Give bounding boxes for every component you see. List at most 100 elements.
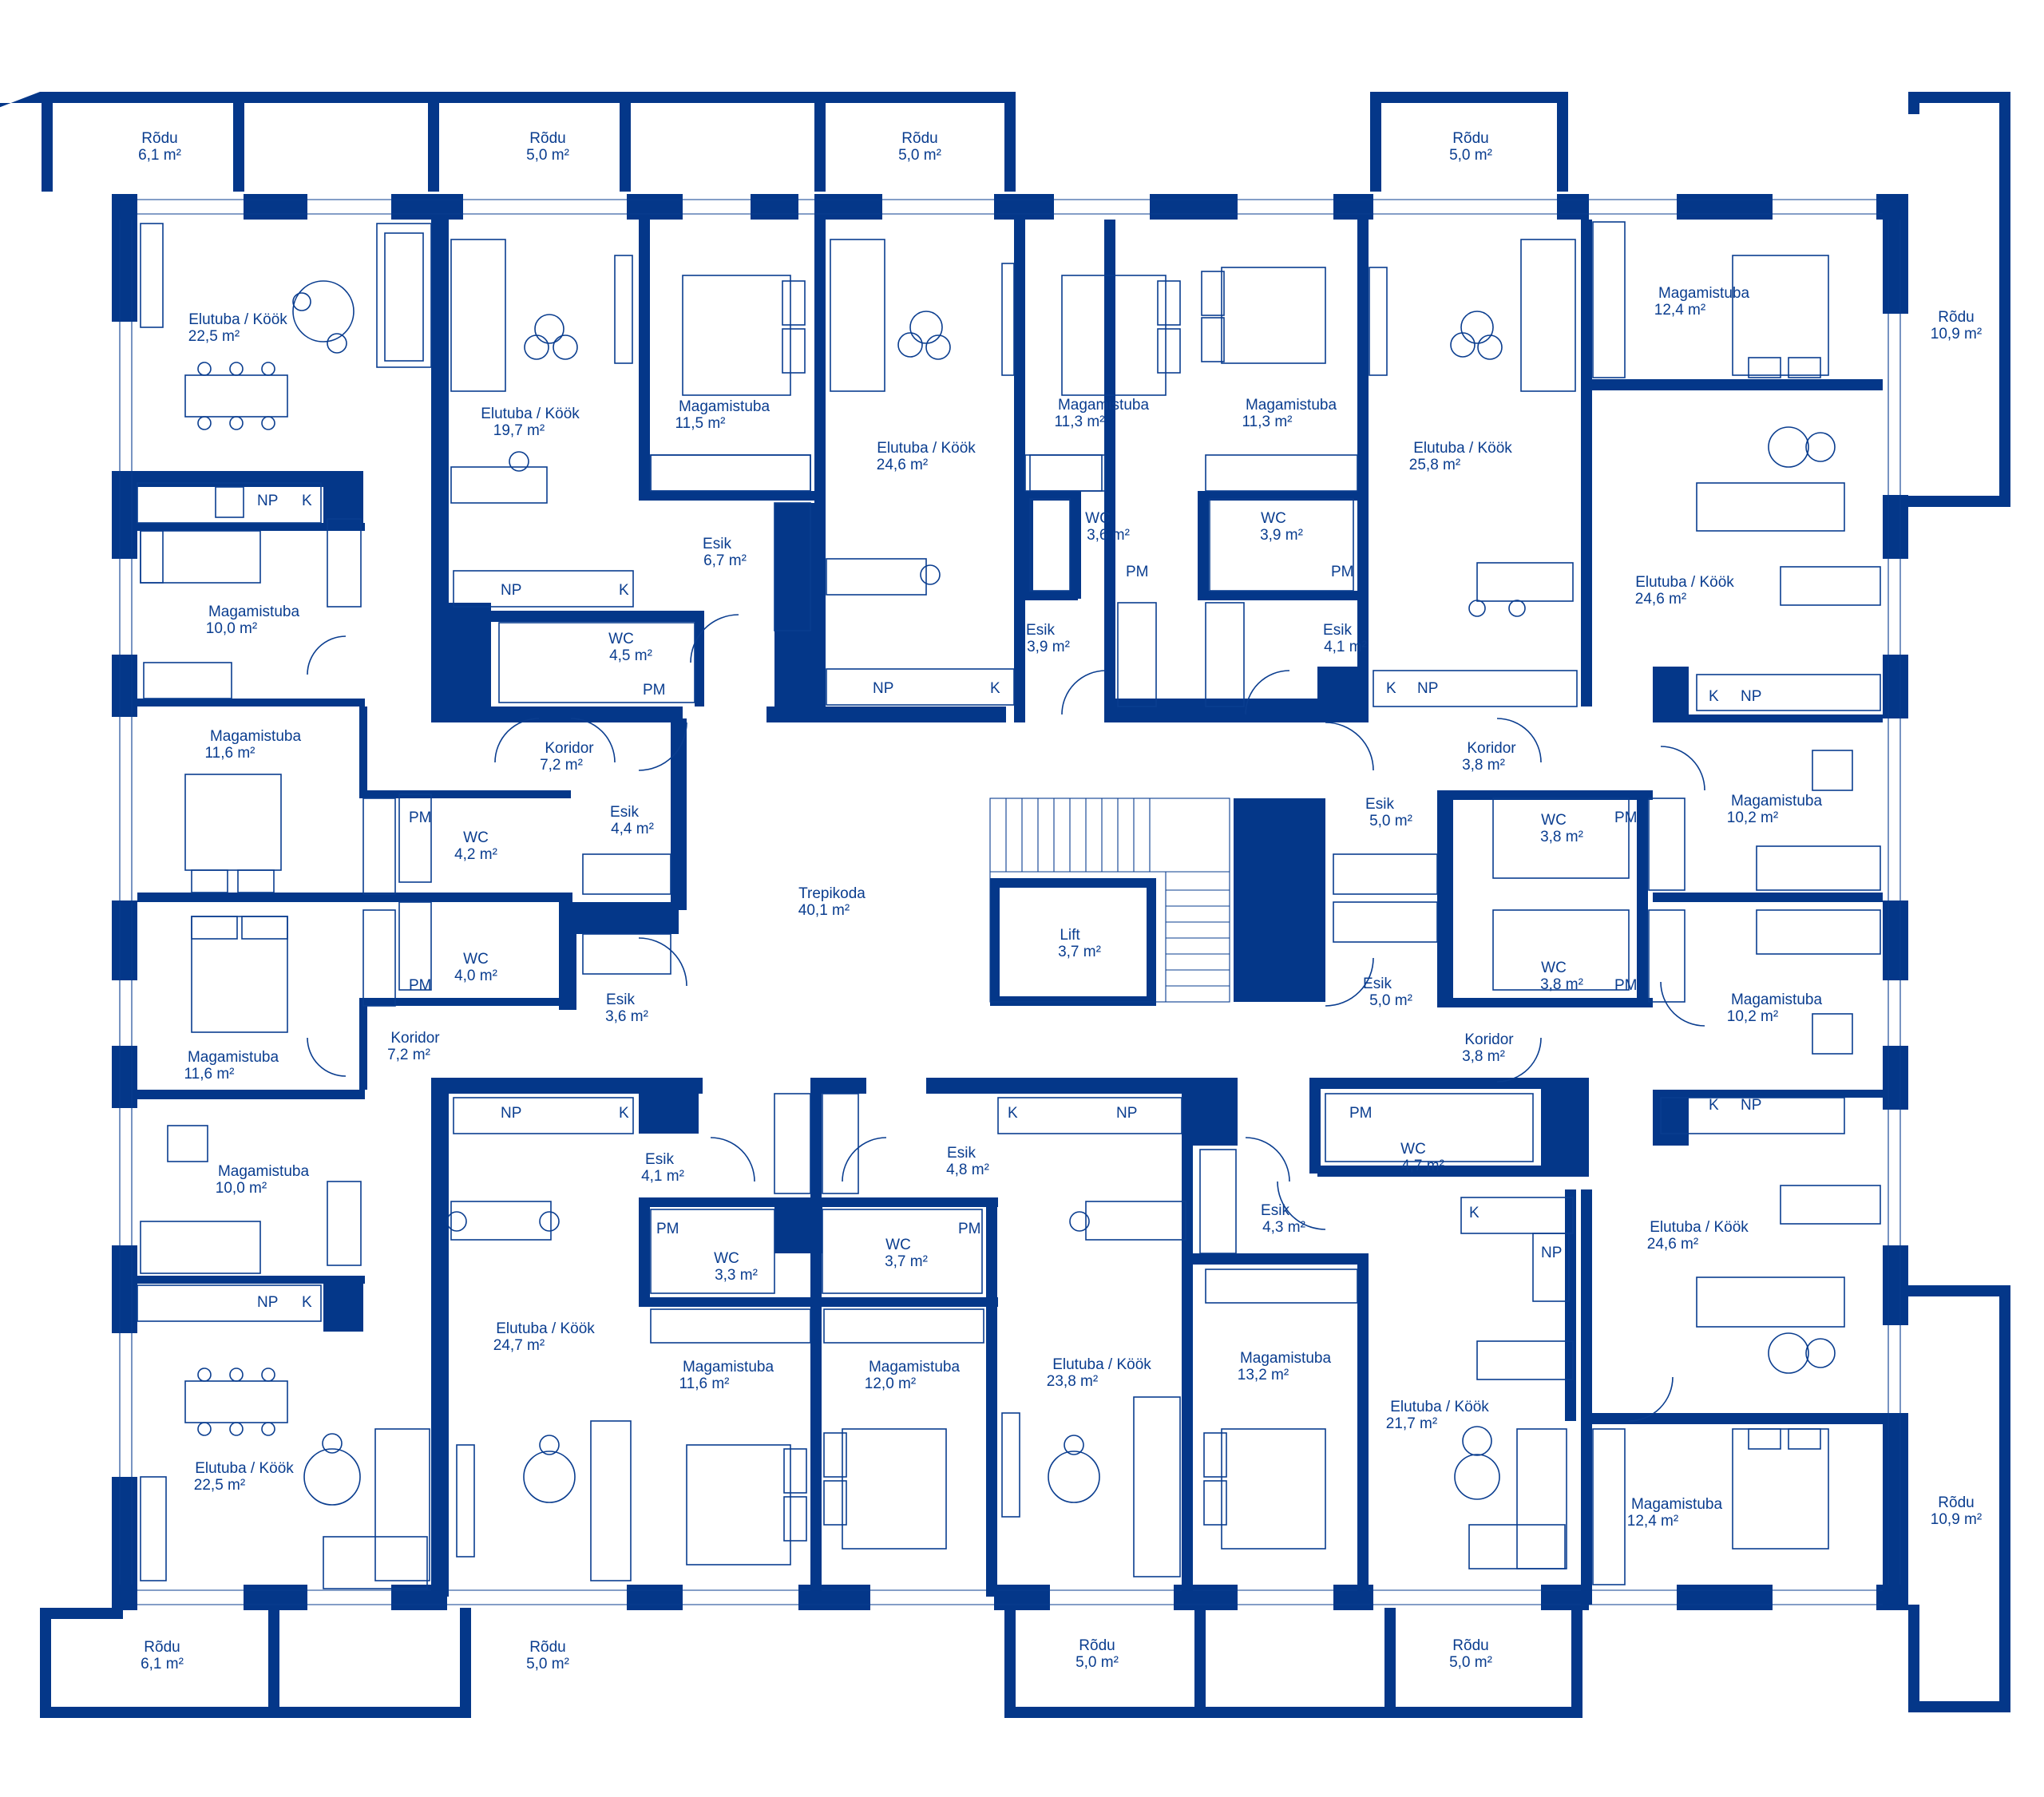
room-label: Magamistuba: [188, 1049, 279, 1066]
room-area: 23,8 m²: [1047, 1373, 1098, 1390]
room-area: 4,1 m²: [1324, 639, 1367, 655]
room-label: Koridor: [1464, 1031, 1514, 1048]
room-label: Elutuba / Köök: [1635, 574, 1734, 591]
room-label: WC: [714, 1250, 739, 1267]
room-area: 24,6 m²: [1647, 1236, 1698, 1253]
interior-walls: [137, 220, 1883, 1605]
room-area: 3,7 m²: [885, 1253, 928, 1270]
stairs: [989, 798, 1230, 1003]
room-label: WC: [463, 829, 489, 846]
room-label: Elutuba / Köök: [1390, 1399, 1489, 1415]
room-area: 12,0 m²: [865, 1375, 916, 1392]
room-area: 5,0 m²: [1449, 147, 1492, 164]
room-area: 5,0 m²: [1369, 992, 1412, 1009]
room-area: 4,5 m²: [609, 647, 652, 664]
room-area: 4,3 m²: [1262, 1219, 1305, 1236]
room-area: 4,8 m²: [946, 1162, 989, 1178]
room-area: 40,1 m²: [798, 902, 850, 919]
balconies-top: [0, 92, 2010, 507]
room-label: Rõdu: [144, 1639, 180, 1656]
room-area: 3,8 m²: [1462, 1048, 1505, 1065]
fixture-np: NP: [1541, 1245, 1562, 1261]
room-area: 5,0 m²: [1075, 1654, 1119, 1671]
room-label: WC: [463, 951, 489, 968]
room-label: Esik: [703, 536, 731, 552]
room-label: Elutuba / Köök: [195, 1460, 294, 1477]
room-area: 22,5 m²: [188, 328, 240, 345]
room-area: 10,9 m²: [1931, 1511, 1982, 1528]
room-area: 3,6 m²: [605, 1008, 648, 1025]
room-area: 22,5 m²: [194, 1477, 245, 1494]
fixture-pm: PM: [958, 1221, 981, 1237]
fixture-pm: PM: [1331, 564, 1354, 580]
room-label: Rõdu: [529, 130, 565, 147]
room-area: 3,7 m²: [1058, 944, 1101, 960]
fixture-np: NP: [1116, 1105, 1137, 1122]
room-label: Lift: [1060, 927, 1080, 944]
fixture-pm: PM: [1126, 564, 1149, 580]
room-label: WC: [1261, 510, 1286, 527]
fixture-k: K: [1709, 1097, 1719, 1114]
room-label: Koridor: [545, 740, 594, 757]
fixture-k: K: [1469, 1205, 1480, 1221]
room-label: WC: [1541, 812, 1567, 829]
furniture: [137, 221, 1881, 1589]
doors: [307, 614, 1705, 1422]
fixture-k: K: [619, 1105, 629, 1122]
room-label: Rõdu: [141, 130, 177, 147]
room-label: Rõdu: [1938, 1494, 1974, 1511]
fixture-np: NP: [1741, 688, 1761, 705]
room-area: 24,6 m²: [877, 457, 928, 473]
room-area: 3,9 m²: [1027, 639, 1070, 655]
room-label: Elutuba / Köök: [877, 440, 976, 457]
room-label: Magamistuba: [1658, 285, 1749, 302]
room-label: WC: [885, 1237, 911, 1253]
fixture-np: NP: [873, 680, 893, 697]
room-label: Koridor: [1467, 740, 1516, 757]
fixture-k: K: [619, 582, 629, 599]
room-label: Magamistuba: [218, 1163, 309, 1180]
room-label: WC: [1541, 960, 1567, 976]
room-area: 13,2 m²: [1238, 1367, 1289, 1383]
room-area: 10,9 m²: [1931, 326, 1982, 342]
room-label: Magamistuba: [679, 398, 770, 415]
room-area: 10,2 m²: [1727, 809, 1778, 826]
room-label: Elutuba / Köök: [481, 406, 580, 422]
room-label: Esik: [606, 992, 635, 1008]
fixture-labels: NP K NP K PM NP K PM PM K NP K NP PM PM …: [257, 493, 1761, 1311]
room-area: 11,3 m²: [1054, 414, 1104, 430]
room-label: Esik: [645, 1151, 674, 1168]
room-area: 10,0 m²: [216, 1180, 267, 1197]
room-area: 24,6 m²: [1635, 591, 1686, 608]
room-area: 3,6 m²: [1087, 527, 1130, 544]
room-label: Elutuba / Köök: [496, 1320, 595, 1337]
room-area: 12,4 m²: [1654, 302, 1705, 319]
room-area: 4,7 m²: [1401, 1158, 1444, 1174]
room-area: 24,7 m²: [493, 1337, 545, 1354]
fixture-k: K: [990, 680, 1000, 697]
room-label: WC: [608, 631, 634, 647]
room-area: 11,6 m²: [204, 745, 255, 762]
room-label: Magamistuba: [210, 728, 301, 745]
room-label: Magamistuba: [869, 1359, 960, 1375]
fixture-np: NP: [1741, 1097, 1761, 1114]
room-label: Magamistuba: [1058, 397, 1149, 414]
room-label: Elutuba / Köök: [1052, 1356, 1151, 1373]
fixture-np: NP: [501, 1105, 521, 1122]
room-area: 5,0 m²: [526, 147, 569, 164]
room-label: Magamistuba: [1731, 793, 1822, 809]
room-label: Magamistuba: [683, 1359, 774, 1375]
room-label: Rõdu: [1079, 1637, 1115, 1654]
room-area: 3,3 m²: [715, 1267, 758, 1284]
fixture-pm: PM: [656, 1221, 679, 1237]
fixture-pm: PM: [409, 809, 432, 826]
room-label: Magamistuba: [1246, 397, 1337, 414]
fixture-k: K: [1008, 1105, 1018, 1122]
fixture-pm: PM: [409, 977, 432, 994]
room-label: Esik: [1026, 622, 1055, 639]
fixture-np: NP: [257, 493, 278, 509]
room-labels: Rõdu 6,1 m² Rõdu 5,0 m² Rõdu 5,0 m² Rõdu…: [138, 130, 1982, 1672]
room-area: 6,7 m²: [703, 552, 747, 569]
room-label: Rõdu: [1452, 1637, 1488, 1654]
room-area: 7,2 m²: [387, 1047, 430, 1063]
